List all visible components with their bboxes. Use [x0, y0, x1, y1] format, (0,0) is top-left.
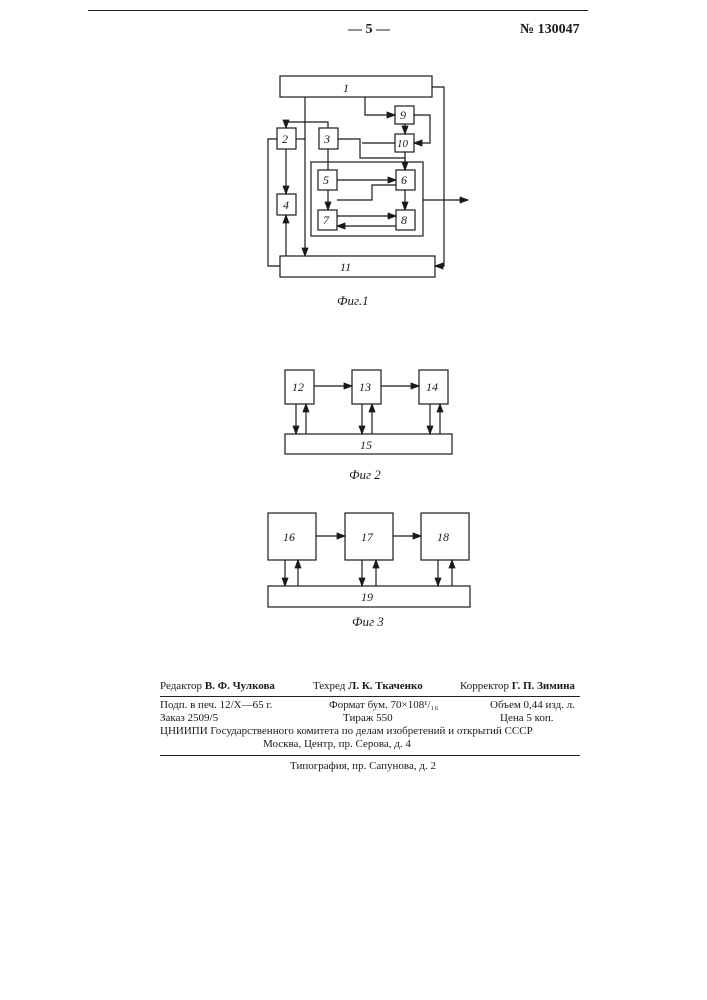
corrector-name: Г. П. Зимина — [512, 680, 575, 692]
imprint-rule-bottom — [160, 755, 580, 756]
fig1-label-2: 2 — [282, 132, 288, 146]
fig3-label-17: 17 — [361, 530, 374, 544]
address: Москва, Центр, пр. Серова, д. 4 — [263, 738, 411, 750]
fig1-label-4: 4 — [283, 198, 289, 212]
editor-label: Редактор — [160, 680, 202, 692]
fig1-label-7: 7 — [323, 213, 330, 227]
corrector-label: Корректор — [460, 680, 509, 692]
fig1-label-6: 6 — [401, 173, 407, 187]
price: Цена 5 коп. — [500, 712, 554, 724]
fig1-label-10: 10 — [397, 138, 409, 150]
fig2-label-15: 15 — [360, 438, 372, 452]
fig1-label-1: 1 — [343, 81, 349, 95]
printing-house: Типография, пр. Сапунова, д. 2 — [290, 760, 436, 772]
fig2-label-14: 14 — [426, 380, 438, 394]
fig3-caption: Фиг 3 — [352, 614, 384, 629]
fig1-label-8: 8 — [401, 213, 407, 227]
imprint-rule-top — [160, 696, 580, 697]
fig1-label-9: 9 — [400, 108, 406, 122]
fig1-block-11 — [280, 256, 435, 277]
editor-name: В. Ф. Чулкова — [205, 680, 275, 692]
fig1-caption: Фиг.1 — [337, 293, 369, 308]
paper-format: Формат бум. 70×108¹/₁₆ — [329, 699, 438, 711]
fig3-label-19: 19 — [361, 590, 373, 604]
fig1-block-1 — [280, 76, 432, 97]
fig1-label-3: 3 — [323, 132, 330, 146]
order-number: Заказ 2509/5 — [160, 712, 218, 724]
techred-label: Техред — [313, 680, 345, 692]
fig3-label-18: 18 — [437, 530, 449, 544]
fig1-label-5: 5 — [323, 173, 329, 187]
fig2-label-12: 12 — [292, 380, 304, 394]
corrector: Корректор Г. П. Зимина — [460, 680, 575, 692]
fig2-caption: Фиг 2 — [349, 467, 381, 482]
fig2-label-13: 13 — [359, 380, 371, 394]
techred-name: Л. К. Ткаченко — [348, 680, 423, 692]
fig3-label-16: 16 — [283, 530, 295, 544]
circulation: Тираж 550 — [343, 712, 393, 724]
fig1-label-11: 11 — [340, 260, 351, 274]
institute: ЦНИИПИ Государственного комитета по дела… — [160, 725, 533, 737]
volume: Объем 0,44 изд. л. — [490, 699, 575, 711]
techred: Техред Л. К. Ткаченко — [313, 680, 423, 692]
signed-date: Подп. в печ. 12/Х—65 г. — [160, 699, 272, 711]
